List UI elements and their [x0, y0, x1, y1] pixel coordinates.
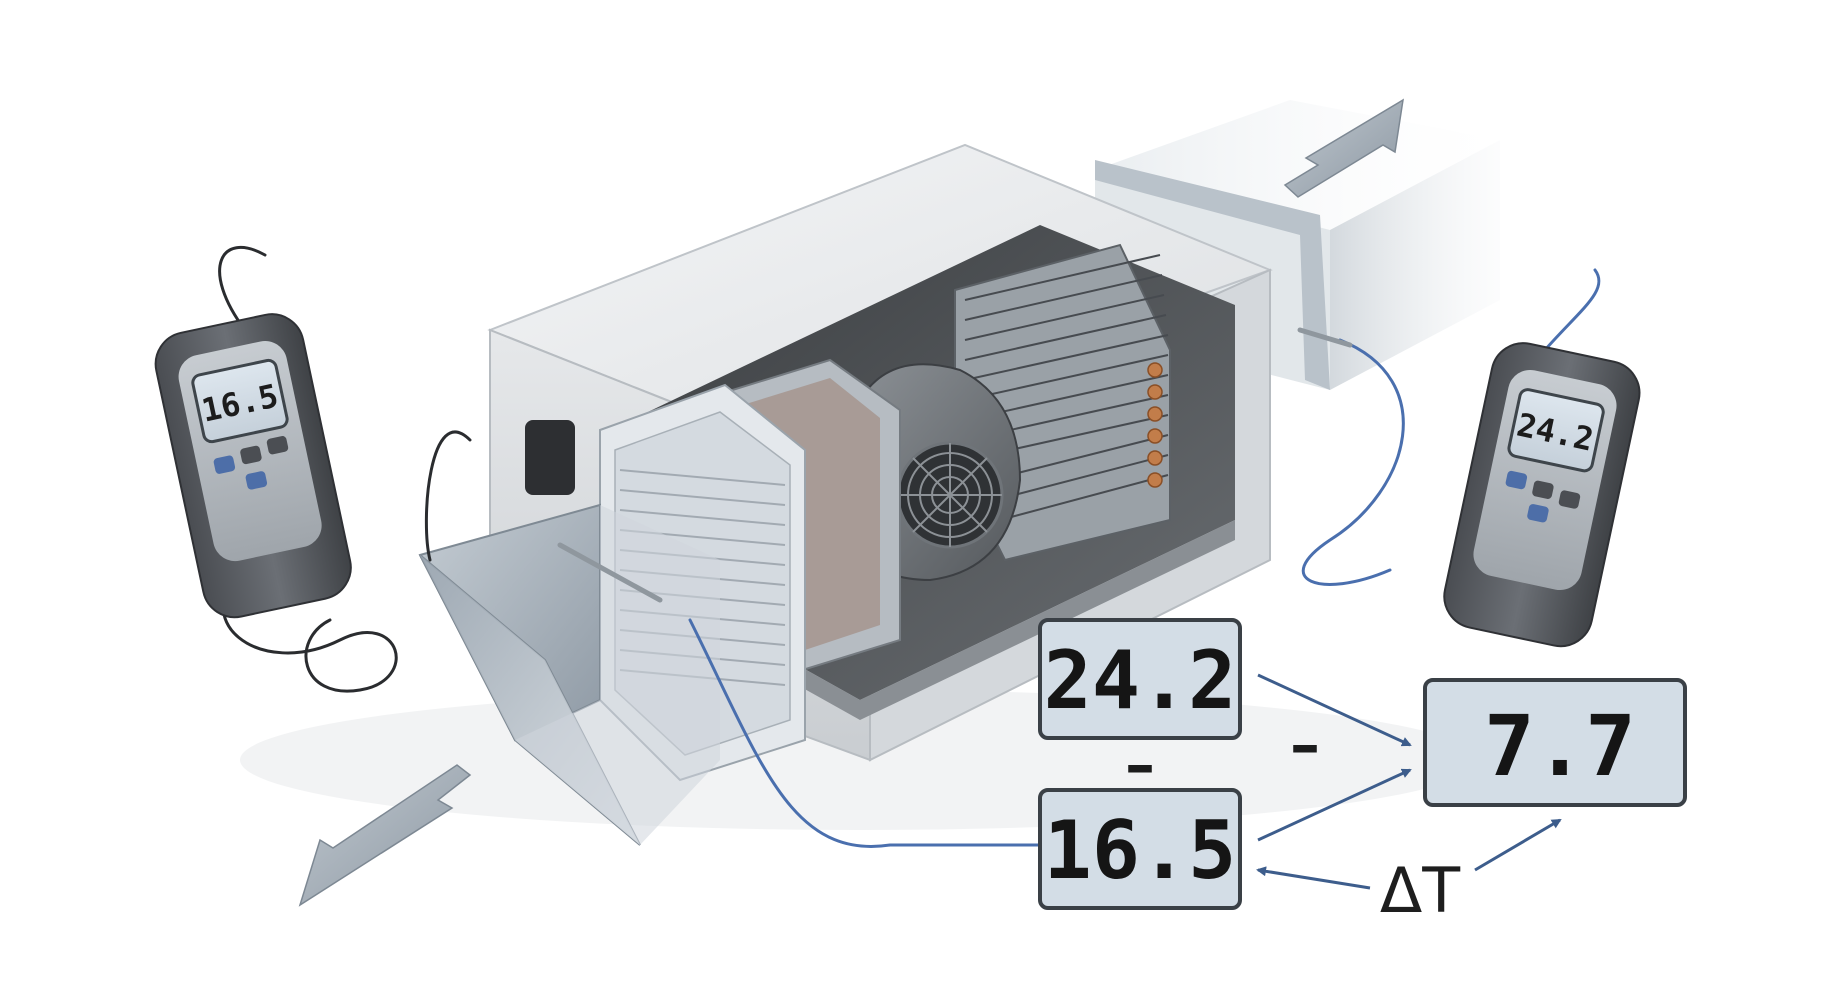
- delta-t-label: ΔT: [1380, 854, 1461, 927]
- right-meter-cable: [1545, 270, 1599, 350]
- arrow-delta-to-lower: [1258, 870, 1370, 888]
- power-cable: [426, 432, 470, 560]
- horizontal-minus-sign: –: [1290, 710, 1320, 780]
- left-thermometer: 16.5: [150, 308, 357, 623]
- right-thermometer: 24.2: [1438, 337, 1645, 652]
- power-adapter: [525, 420, 575, 495]
- upper-lcd-value: 24.2: [1044, 634, 1237, 727]
- result-lcd-value: 7.7: [1484, 697, 1636, 795]
- arrow-delta-to-result: [1475, 820, 1560, 870]
- lower-lcd-value: 16.5: [1044, 804, 1237, 897]
